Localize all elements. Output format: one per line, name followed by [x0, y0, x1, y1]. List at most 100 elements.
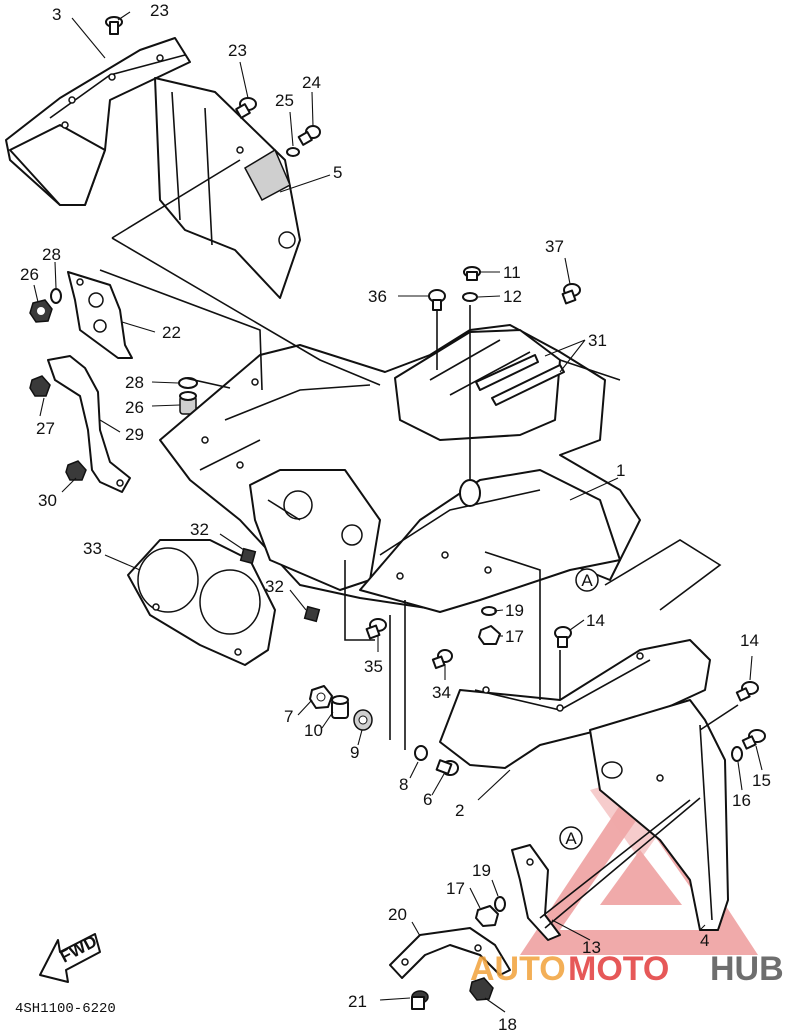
automotohub-wordmark: AUTO MOTO HUB: [470, 950, 784, 988]
callout-14: 14: [740, 631, 759, 650]
callout-9: 9: [350, 743, 359, 762]
part-5-side-panel: [154, 77, 301, 299]
callout-10: 10: [304, 721, 323, 740]
washer-12: [462, 292, 478, 302]
callout-23: 23: [150, 1, 169, 20]
nut-26-top: [29, 299, 53, 323]
callout-1: 1: [616, 461, 625, 480]
callout-22: 22: [162, 323, 181, 342]
callout-20: 20: [388, 905, 407, 924]
bolt-6: [435, 759, 459, 776]
callout-37: 37: [545, 237, 564, 256]
washer-16: [731, 746, 743, 762]
clip-32-b: [303, 605, 321, 623]
svg-text:AUTO: AUTO: [470, 950, 566, 988]
callout-6: 6: [423, 790, 432, 809]
callout-14: 14: [586, 611, 605, 630]
bolt-15: [741, 729, 766, 750]
callout-24: 24: [302, 73, 321, 92]
bolt-23: [235, 97, 257, 119]
callout-30: 30: [38, 491, 57, 510]
callout-17: 17: [446, 879, 465, 898]
nut-17-b: [475, 905, 499, 927]
bolt-21: [411, 990, 429, 1010]
grommet-9: [353, 709, 373, 731]
callout-15: 15: [752, 771, 771, 790]
washer-19-b: [494, 896, 506, 912]
callout-17: 17: [505, 627, 524, 646]
bolt-36: [428, 289, 446, 311]
callout-16: 16: [732, 791, 751, 810]
nut-7: [309, 685, 333, 709]
part-13-bracket: [511, 844, 561, 941]
callout-2: 2: [455, 801, 464, 820]
grommet-26-mid: [179, 391, 197, 415]
svg-text:HUB: HUB: [710, 950, 784, 988]
part-29-stay: [47, 355, 131, 493]
callout-4: 4: [700, 931, 709, 950]
fwd-direction-arrow: FWD: [39, 932, 101, 983]
callout-28: 28: [125, 373, 144, 392]
nut-27: [29, 375, 51, 397]
callout-27: 27: [36, 419, 55, 438]
callout-25: 25: [275, 91, 294, 110]
callout-18: 18: [498, 1015, 517, 1033]
callout-21: 21: [348, 992, 367, 1011]
part-2-front-fender: [439, 639, 711, 769]
callout-36: 36: [368, 287, 387, 306]
svg-text:A: A: [581, 571, 593, 590]
washer-8: [414, 745, 428, 761]
drawing-code: 4SH1100-6220: [15, 1001, 116, 1017]
callout-11: 11: [503, 263, 521, 282]
callout-31: 31: [588, 331, 607, 350]
callout-23: 23: [228, 41, 247, 60]
nut-30: [65, 460, 87, 481]
callout-3: 3: [52, 5, 61, 24]
collar-10: [331, 695, 349, 719]
washer-25: [286, 147, 300, 157]
part-20-stay: [389, 927, 511, 979]
bolt-24: [297, 125, 321, 146]
callout-33: 33: [83, 539, 102, 558]
part-4-front-guard: [589, 699, 729, 931]
bolt-14-a: [554, 626, 572, 648]
callout-35: 35: [364, 657, 383, 676]
nut-18: [469, 977, 494, 1001]
leader-lines: [33, 11, 763, 1013]
bolt-34: [431, 649, 453, 670]
callout-19: 19: [472, 861, 491, 880]
callout-26: 26: [20, 265, 39, 284]
callout-7: 7: [284, 707, 293, 726]
callout-8: 8: [399, 775, 408, 794]
callout-19: 19: [505, 601, 524, 620]
ref-mark-a-lower: A: [559, 826, 583, 850]
callout-13: 13: [582, 938, 601, 957]
callout-32: 32: [190, 520, 209, 539]
part-33-headlight-housing: [127, 539, 276, 666]
part-3-cover: [5, 37, 191, 206]
callout-labels: 3 23 23 24 25 5 28 26 22 37 11 36 12 31 …: [20, 1, 771, 1033]
bolt-37: [561, 283, 581, 305]
part-22-bracket: [67, 271, 133, 359]
bolt-35: [365, 618, 387, 640]
callout-12: 12: [503, 287, 522, 306]
svg-text:A: A: [565, 829, 577, 848]
clip-32-a: [239, 547, 257, 565]
bolt-11: [463, 266, 481, 281]
callout-28: 28: [42, 245, 61, 264]
callout-26: 26: [125, 398, 144, 417]
washer-19-a: [481, 606, 497, 616]
part-31-strips: [475, 354, 565, 406]
bolt-23-top: [105, 16, 123, 35]
bolt-14-b: [735, 681, 759, 702]
part-1-body: [159, 324, 641, 613]
callout-34: 34: [432, 683, 451, 702]
nut-17-a: [478, 625, 501, 645]
svg-text:MOTO: MOTO: [568, 950, 669, 988]
ref-mark-a-upper: A: [575, 568, 599, 592]
washer-28-top: [50, 288, 62, 304]
callout-29: 29: [125, 425, 144, 444]
callout-32: 32: [265, 577, 284, 596]
